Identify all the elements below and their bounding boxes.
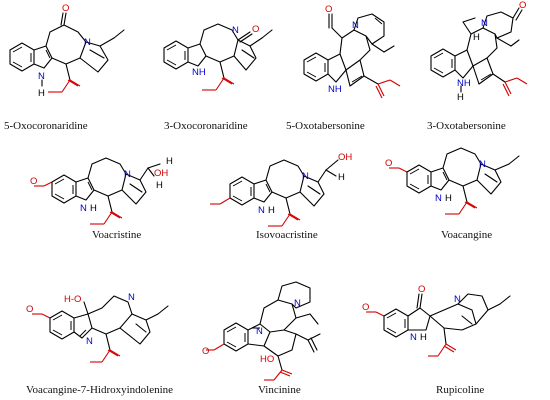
- atom-n: N: [232, 25, 239, 36]
- atom-h: H: [338, 172, 345, 183]
- atom-h: H: [166, 156, 173, 167]
- atom-nh: NH: [328, 84, 342, 95]
- atom-o: O: [30, 176, 37, 187]
- compound-name-label: Voacangine: [441, 229, 493, 241]
- atom-h: H: [473, 32, 480, 43]
- molecule-drawing: O H-O N N: [26, 292, 169, 363]
- structure-voacangine-7-hidroxyindolenine: O H-O N N Voacangine-7-Hidroxyindolenine: [0, 280, 200, 400]
- atom-n: N: [454, 294, 461, 305]
- compound-name-label: Vincinine: [258, 384, 301, 396]
- molecule-drawing: O N N H: [385, 147, 520, 215]
- atom-ho: HO: [260, 354, 274, 365]
- structure-3-oxocoronaridine: N O NH 3-Oxocoronaridine: [140, 0, 280, 132]
- atom-n: N: [86, 336, 93, 347]
- atom-nh: N: [258, 205, 265, 216]
- atom-n: N: [481, 18, 488, 29]
- atom-nh: N: [80, 203, 87, 214]
- atom-n: N: [302, 171, 309, 182]
- compound-name-label: 3-Oxocoronaridine: [164, 120, 248, 132]
- atom-o: O: [252, 24, 259, 35]
- molecule-drawing: O N H NH H: [430, 0, 528, 103]
- atom-h: H: [156, 180, 163, 191]
- atom-n: N: [256, 326, 263, 337]
- atom-n: N: [124, 169, 131, 180]
- atom-h: H: [420, 332, 427, 343]
- atom-oh: OH: [338, 152, 352, 163]
- structure-5-oxocoronaridine: N N H O 5-Oxocoronaridine: [0, 0, 140, 132]
- atom-nh: NH: [192, 67, 206, 78]
- compound-name-label: 3-Oxotabersonine: [427, 120, 506, 132]
- atom-nh: N: [435, 193, 442, 204]
- molecule-drawing: O N N H H OH H: [30, 156, 173, 225]
- atom-ho: H-O: [64, 294, 81, 305]
- atom-o: O: [202, 346, 209, 357]
- atom-n: N: [479, 159, 486, 170]
- compound-name-label: Isovoacristine: [256, 229, 318, 241]
- molecule-drawing: OH H N N H: [210, 152, 352, 227]
- compound-name-label: Rupicoline: [436, 384, 485, 396]
- atom-nh: NH: [457, 78, 471, 89]
- atom-o: O: [362, 302, 369, 313]
- structure-voacangine: O N N H Voacangine: [375, 138, 550, 268]
- atom-o: O: [62, 3, 69, 14]
- structure-3-oxotabersonine: O N H NH H 3-Oxotabersonine: [415, 0, 550, 132]
- molecule-drawing: N O NH: [163, 23, 273, 91]
- atom-o: O: [26, 304, 33, 315]
- atom-n: N: [84, 37, 91, 48]
- atom-o: O: [385, 158, 392, 169]
- atom-h: H: [268, 205, 275, 216]
- compound-name-label: 5-Oxotabersonine: [286, 120, 365, 132]
- atom-h: H: [445, 193, 452, 204]
- structure-rupicoline: O O N N H Rupicoline: [360, 270, 550, 400]
- structure-isovoacristine: OH H N N H Isovoacristine: [200, 138, 365, 268]
- atom-o: O: [325, 4, 332, 15]
- atom-h: H: [38, 88, 45, 99]
- compound-name-label: Voacangine-7-Hidroxyindolenine: [26, 384, 174, 396]
- molecule-drawing: N N H O: [9, 3, 125, 99]
- atom-nh: N: [410, 332, 417, 343]
- molecule-drawing: O N NH: [303, 4, 401, 99]
- atom-h: H: [90, 203, 97, 214]
- compound-name-label: 5-Oxocoronaridine: [4, 120, 88, 132]
- atom-h: H: [457, 92, 464, 103]
- atom-n: N: [294, 298, 301, 309]
- atom-n: N: [352, 20, 359, 31]
- structure-voacristine: O N N H H OH H Voacristine: [30, 138, 190, 268]
- atom-o: O: [418, 284, 425, 295]
- molecule-drawing: O N N HO: [202, 281, 321, 381]
- structure-vincinine: O N N HO Vincinine: [200, 270, 360, 400]
- atom-nh: N: [38, 71, 45, 82]
- atom-n: N: [128, 292, 135, 303]
- molecule-drawing: O O N N H: [362, 284, 511, 357]
- structure-5-oxotabersonine: O N NH 5-Oxotabersonine: [280, 0, 415, 132]
- atom-oh: OH: [154, 168, 168, 179]
- compound-name-label: Voacristine: [92, 229, 142, 241]
- atom-o: O: [519, 0, 526, 11]
